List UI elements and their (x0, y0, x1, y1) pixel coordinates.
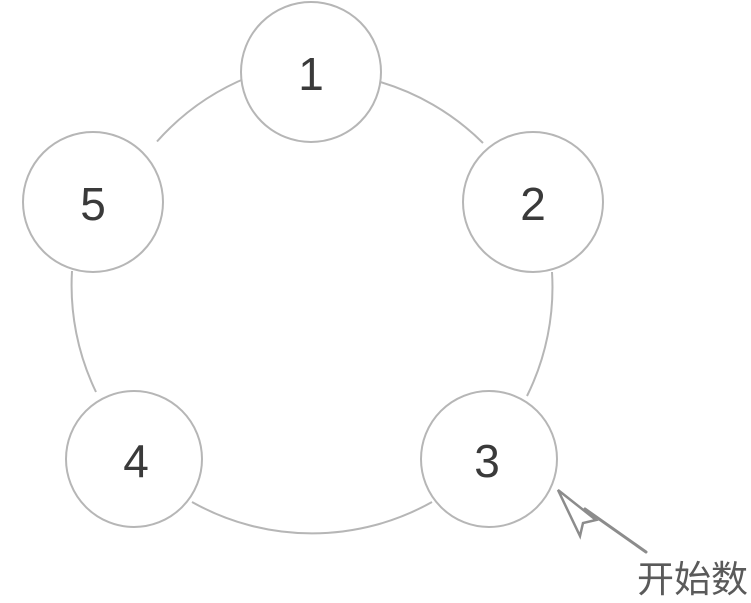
node-1-label: 1 (298, 48, 324, 100)
node-2-circle[interactable] (462, 131, 604, 273)
start-annotation: 开始数 (556, 489, 748, 601)
node-5-circle[interactable] (22, 131, 164, 273)
node-3-label: 3 (474, 435, 500, 487)
node-1[interactable]: 1 (240, 1, 382, 143)
node-2-label: 2 (520, 178, 546, 230)
edge-3-to-4 (191, 501, 433, 535)
node-3[interactable]: 3 (420, 390, 558, 528)
node-1-circle[interactable] (240, 1, 382, 143)
node-5-label: 5 (80, 178, 106, 230)
node-4-circle[interactable] (65, 390, 203, 528)
node-4[interactable]: 4 (65, 390, 203, 528)
edge-1-to-2 (374, 79, 484, 144)
edge-4-to-5 (70, 270, 97, 393)
edge-group (70, 76, 554, 535)
annotation-arrow-shaft (583, 507, 648, 554)
annotation-arrow-head-icon (556, 489, 599, 540)
node-5[interactable]: 5 (22, 131, 164, 273)
annotation-label-text: 开始数 (637, 558, 748, 601)
node-2[interactable]: 2 (462, 131, 604, 273)
node-3-circle[interactable] (420, 390, 558, 528)
node-group: 1 2 3 4 5 (22, 1, 604, 528)
node-4-label: 4 (123, 435, 149, 487)
edge-2-to-3 (526, 271, 554, 397)
edge-5-to-1 (156, 76, 249, 143)
